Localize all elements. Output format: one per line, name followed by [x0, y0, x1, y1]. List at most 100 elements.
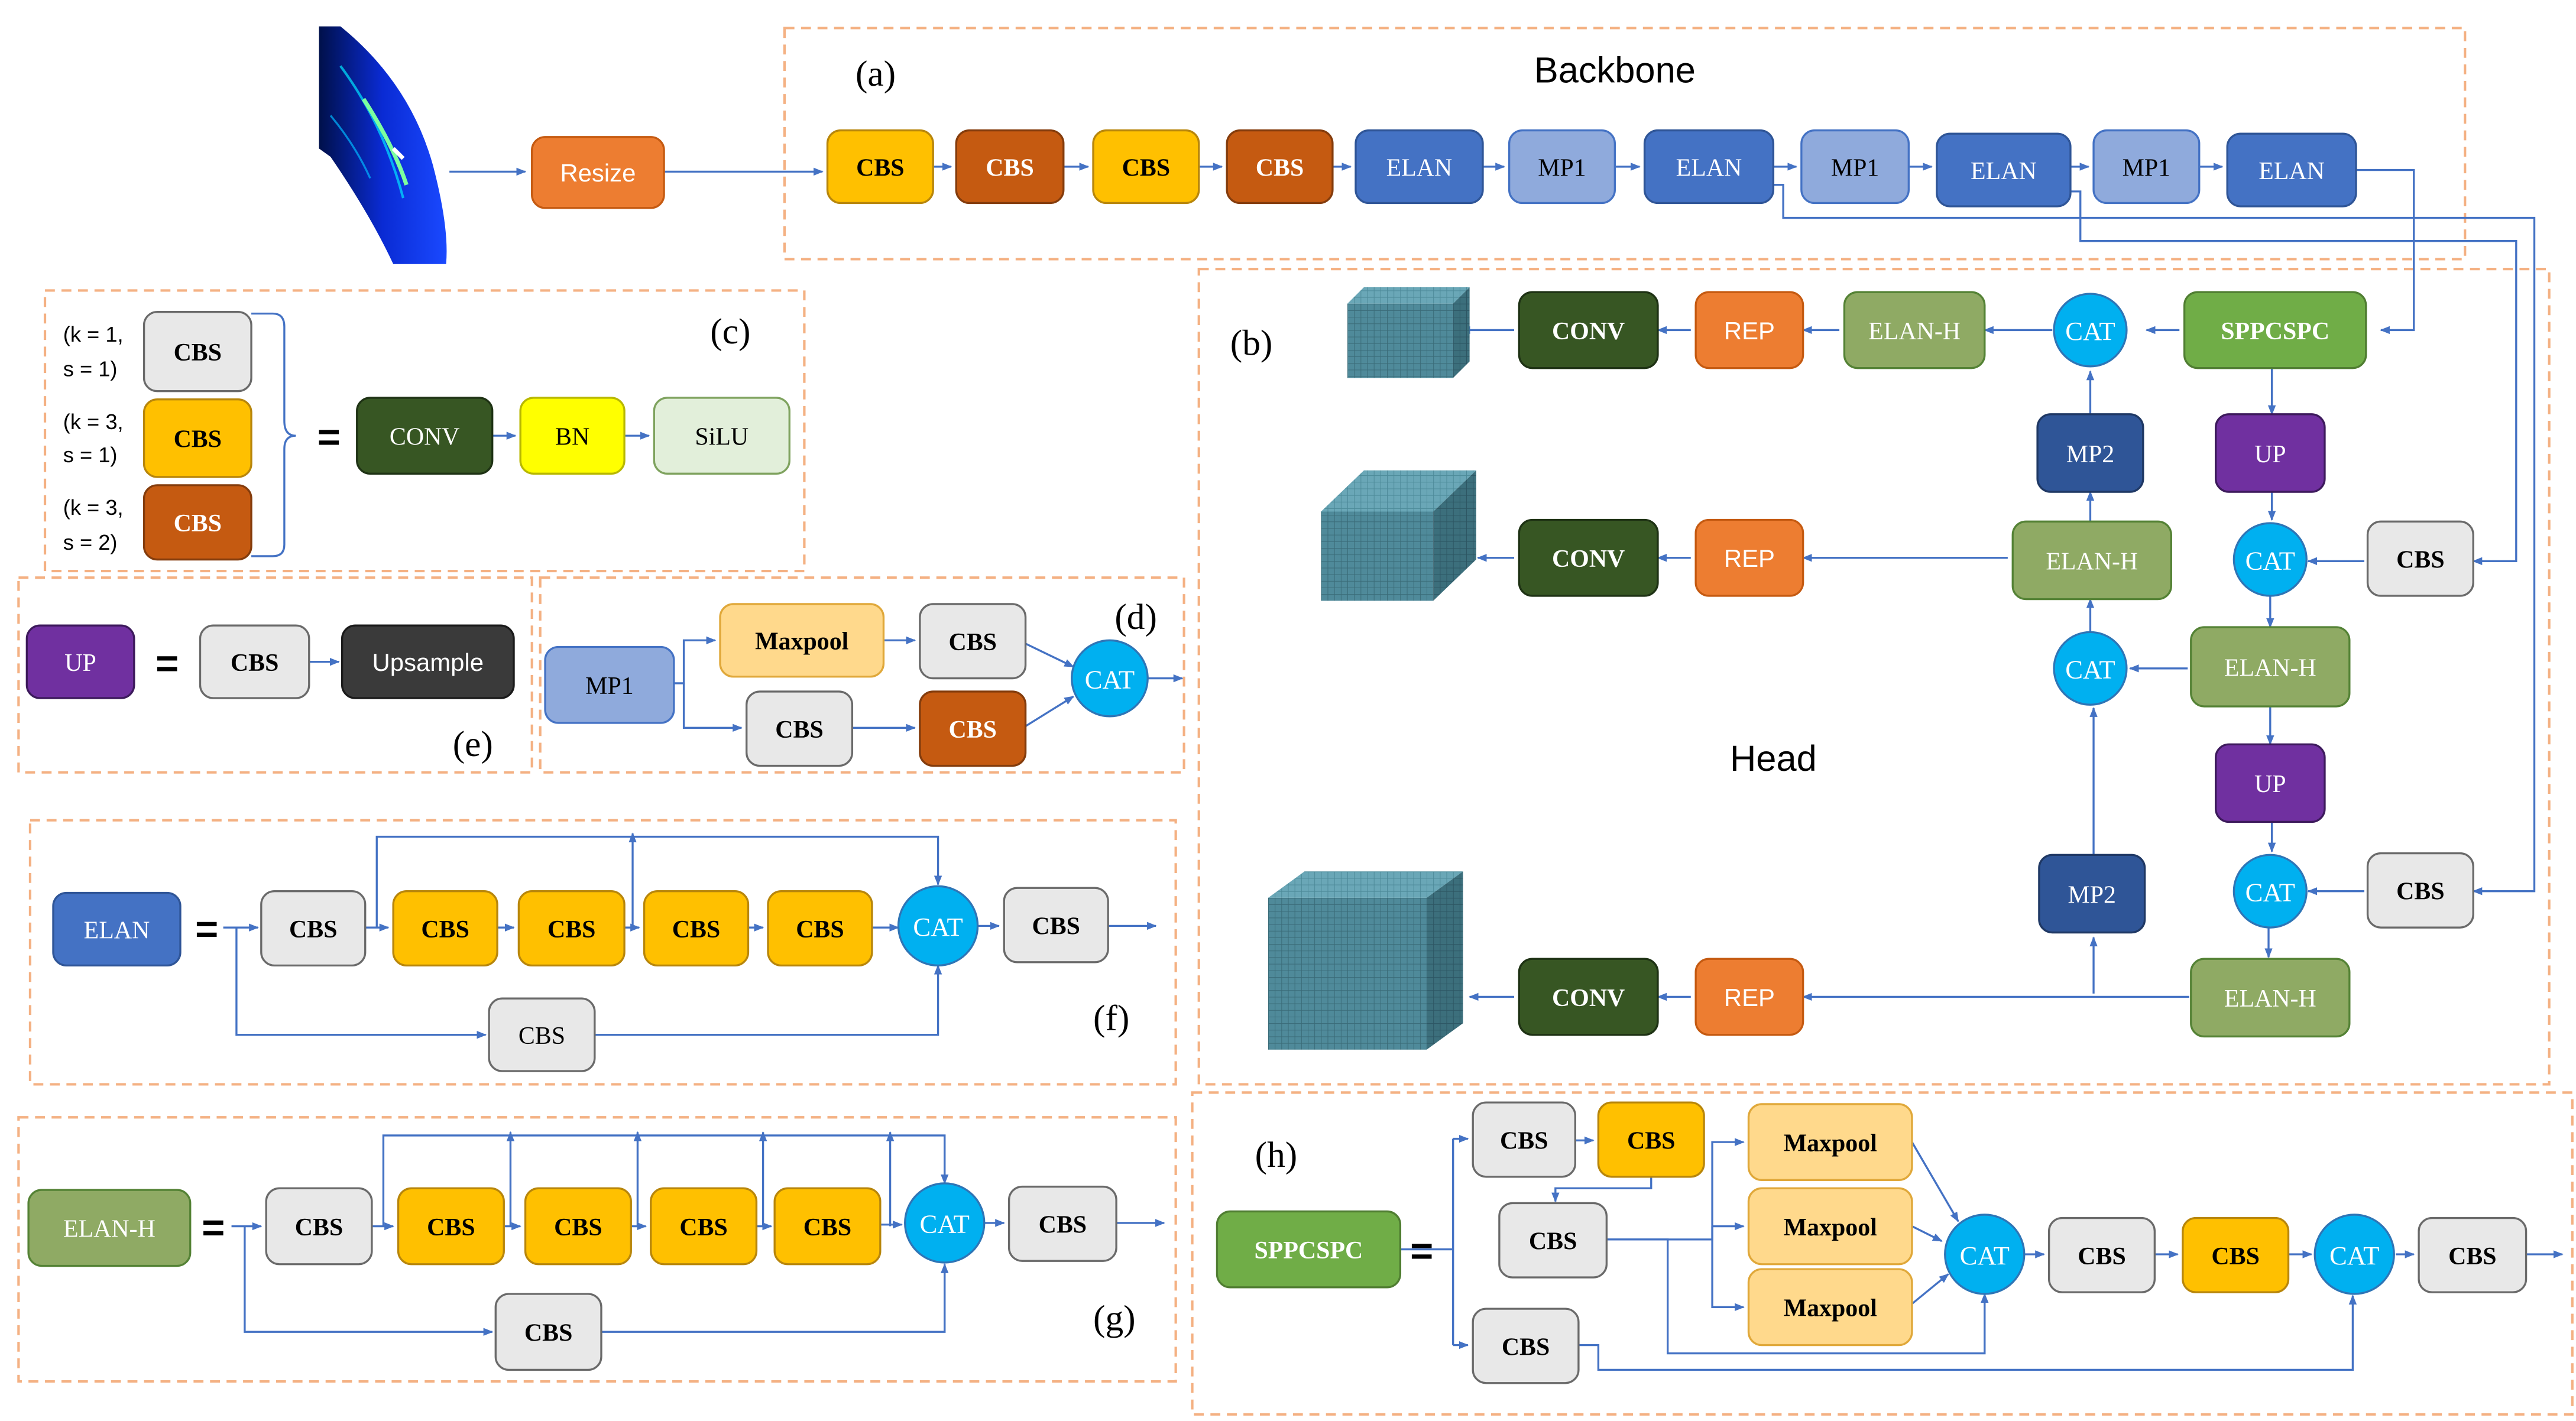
- cbs-node: CBS: [955, 129, 1065, 205]
- conv-node-label: CONV: [1552, 546, 1625, 573]
- up-node: UP: [25, 624, 135, 699]
- elan-h-node: ELAN-H: [1843, 291, 1986, 369]
- cbs-node: CBS: [265, 1187, 373, 1266]
- arrow: [673, 636, 717, 684]
- arrow: [2070, 190, 2517, 566]
- arrow: [1025, 643, 1075, 668]
- maxpool-node-label: Maxpool: [1784, 1295, 1877, 1322]
- upsample-node-box: [341, 624, 515, 699]
- equals-sign: =: [202, 1206, 225, 1250]
- kernel-label: (k = 3,: [63, 410, 124, 434]
- cbs-node-label: CBS: [547, 916, 595, 943]
- connectors: [223, 163, 2564, 1371]
- cbs-node-label: CBS: [1529, 1228, 1577, 1255]
- cbs-node: CBS: [260, 890, 367, 967]
- elan-h-node-label: ELAN-H: [2046, 548, 2138, 575]
- cbs-node-box: [1092, 129, 1200, 205]
- cat-node-label: CAT: [2246, 546, 2295, 575]
- cat-node-label: CAT: [920, 1209, 970, 1239]
- cbs-node-label: CBS: [295, 1214, 343, 1241]
- arrow: [1606, 1238, 1989, 1355]
- up-node-label: UP: [2254, 441, 2286, 468]
- cbs-node-box: [955, 129, 1065, 205]
- cbs-node-label: CBS: [231, 650, 278, 677]
- bn-node: BN: [519, 397, 626, 475]
- cat-node-circle: [897, 885, 979, 967]
- rep-node-label: REP: [1724, 544, 1775, 572]
- cbs-node-label: CBS: [2211, 1243, 2259, 1270]
- cbs-node: CBS: [2047, 1216, 2156, 1293]
- up-node: UP: [2214, 743, 2326, 823]
- cbs-node-box: [1003, 887, 1109, 963]
- elan-h-node-box: [1843, 291, 1986, 369]
- elan-node-label: ELAN: [2259, 158, 2325, 185]
- cbs-node-box: [142, 398, 252, 478]
- elan-node-box: [1643, 129, 1775, 205]
- cbs-node-label: CBS: [524, 1320, 572, 1347]
- cbs-node-box: [1472, 1308, 1580, 1384]
- region-f: [28, 819, 1177, 1086]
- elan-node: ELAN: [1936, 132, 2072, 207]
- maxpool-node-box: [1747, 1187, 1913, 1266]
- cbs-node-box: [1472, 1101, 1577, 1178]
- cat-node: CAT: [2232, 522, 2308, 597]
- elan-node-label: ELAN: [1971, 158, 2037, 185]
- elan-h-node-label: ELAN-H: [2224, 985, 2316, 1013]
- elan-node-box: [52, 891, 182, 967]
- mp1-node-label: MP1: [585, 673, 633, 700]
- cbs-node-label: CBS: [803, 1214, 851, 1241]
- elan-h-node: ELAN-H: [2190, 626, 2351, 708]
- rep-node-label: REP: [1724, 984, 1775, 1011]
- region-g: [17, 1116, 1177, 1383]
- resize-node-label: Resize: [560, 159, 636, 187]
- cbs-node-box: [2182, 1216, 2290, 1293]
- cbs-node-box: [142, 484, 252, 561]
- label-h: (h): [1255, 1135, 1298, 1175]
- arrow: [382, 1134, 949, 1227]
- maxpool-node-box: [1747, 1103, 1913, 1182]
- mp2-node: MP2: [2036, 413, 2144, 493]
- cbs-node-box: [643, 890, 750, 967]
- brace: [251, 312, 296, 557]
- cbs-node-label: CBS: [174, 426, 222, 453]
- cbs-node: CBS: [397, 1187, 505, 1266]
- cbs-node: CBS: [1003, 887, 1109, 963]
- cbs-node: CBS: [1472, 1101, 1577, 1178]
- silu-node-label: SiLU: [695, 423, 749, 450]
- upsample-node-label: Upsample: [372, 648, 484, 676]
- cbs-node-label: CBS: [2396, 546, 2444, 573]
- mp1-node-label: MP1: [1831, 154, 1879, 181]
- cbs-node: CBS: [142, 311, 252, 392]
- cbs-node: CBS: [2418, 1216, 2528, 1293]
- cbs-node-box: [494, 1293, 602, 1371]
- rep-node: REP: [1694, 958, 1804, 1036]
- cbs-node-label: CBS: [174, 339, 222, 366]
- cat-node: CAT: [1944, 1214, 2026, 1295]
- rep-node-box: [1694, 291, 1804, 369]
- cbs-node-box: [397, 1187, 505, 1266]
- cbs-node-box: [650, 1187, 758, 1266]
- cbs-node-box: [2366, 852, 2474, 929]
- cat-node-label: CAT: [1960, 1241, 2010, 1270]
- cbs-node-box: [773, 1187, 882, 1266]
- cbs-node-box: [767, 890, 873, 967]
- cbs-node-label: CBS: [427, 1214, 475, 1241]
- cbs-node: CBS: [773, 1187, 882, 1266]
- cat-node: CAT: [2232, 854, 2308, 929]
- elan-h-node-label: ELAN-H: [63, 1216, 155, 1243]
- cbs-node-box: [1597, 1101, 1705, 1178]
- output-tensor-medium: [1321, 470, 1476, 601]
- cbs-node: CBS: [2366, 520, 2474, 597]
- cbs-node: CBS: [524, 1187, 632, 1266]
- mp1-node: MP1: [2092, 129, 2201, 205]
- cbs-node: CBS: [494, 1293, 602, 1371]
- elan-node-box: [2226, 132, 2357, 207]
- cat-node-circle: [2313, 1214, 2395, 1295]
- elan-node-box: [1936, 132, 2072, 207]
- cat-node-label: CAT: [2329, 1241, 2379, 1270]
- cbs-node-box: [826, 129, 934, 205]
- cbs-node: CBS: [2182, 1216, 2290, 1293]
- region-e: [17, 576, 533, 774]
- cat-node-circle: [1944, 1214, 2026, 1295]
